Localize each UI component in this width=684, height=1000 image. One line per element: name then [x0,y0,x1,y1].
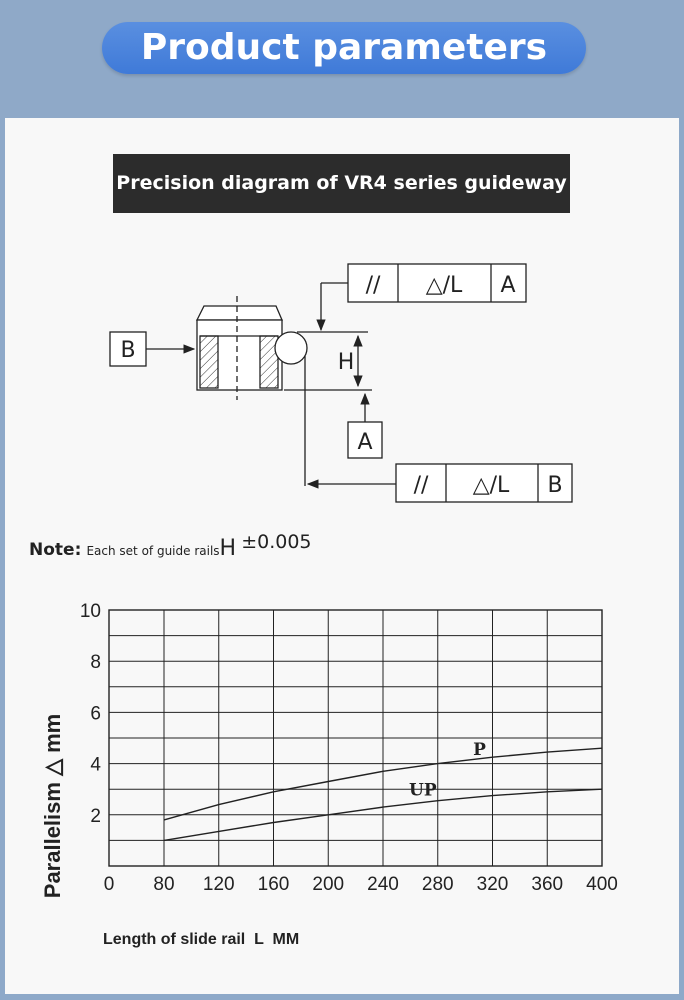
x-tick-label: 0 [104,874,115,895]
fcf-top-datum: A [500,273,515,298]
y-tick-label: 10 [80,601,101,622]
series-label-p: P [473,740,486,760]
fcf-top-tolerance: △/L [426,273,463,298]
x-tick-label: 240 [367,874,399,895]
page-title: Product parameters [102,22,586,74]
dimension-h-label: H [338,350,355,375]
note-text: Each set of guide rails [86,544,220,558]
datum-a-label: A [357,430,372,455]
bottom-strip [0,994,684,1000]
diagram-title: Precision diagram of VR4 series guideway [113,154,570,213]
chart-grid [108,609,603,867]
x-tick-label: 200 [312,874,344,895]
note-line: Note: Each set of guide railsH ±0.005 [29,531,312,561]
y-tick-label: 2 [90,806,101,827]
note-tolerance: ±0.005 [241,531,312,553]
datum-b-label: B [120,338,135,363]
x-tick-label: 320 [477,874,509,895]
x-tick-label: 80 [153,874,174,895]
series-line-p [163,747,603,821]
x-axis-label: Length of slide rail L MM [103,931,299,948]
fcf-top-symbol: // [366,273,381,298]
chart-ticks: 0 80 120 160 200 240 280 320 360 400 2 4 6 8 10 [80,601,618,895]
x-tick-label: 280 [422,874,454,895]
content-panel [5,118,679,994]
fcf-bottom-symbol: // [414,473,429,498]
header-banner: Product parameters [0,0,684,118]
fcf-bottom-datum: B [547,473,562,498]
note-dimension: H [219,536,237,561]
x-tick-label: 120 [203,874,235,895]
x-tick-label: 360 [531,874,563,895]
y-tick-label: 8 [90,652,101,673]
y-axis-label: Parallelism △ mm [40,714,65,898]
y-tick-label: 6 [90,703,101,724]
x-tick-label: 400 [586,874,618,895]
series-label-up: UP [409,780,437,800]
note-label: Note: [29,540,82,560]
series-line-up [163,788,603,842]
x-tick-label: 160 [258,874,290,895]
fcf-bottom-tolerance: △/L [473,473,510,498]
chart-series: P UP [163,740,603,842]
y-tick-label: 4 [90,755,101,776]
